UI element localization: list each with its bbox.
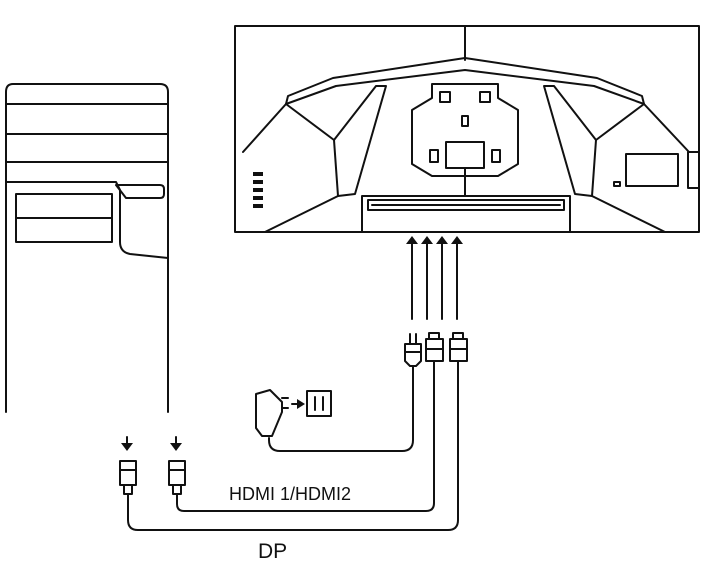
- up-arrow-icon: [421, 236, 433, 320]
- down-arrow-icon: [170, 436, 182, 451]
- pc-tower: [5, 83, 169, 413]
- power-cable: [268, 365, 414, 452]
- hdmi-plug-monitor-side: [425, 332, 444, 362]
- power-plug-monitor-side: [404, 333, 422, 367]
- down-arrow-icon: [121, 436, 133, 451]
- hdmi-label: HDMI 1/HDMI2: [229, 484, 352, 504]
- monitor-rear: [234, 25, 700, 233]
- wall-outlet: [306, 390, 332, 417]
- power-adapter: [255, 389, 289, 437]
- dp-plug-monitor-side: [449, 332, 468, 362]
- hdmi-cable: [176, 360, 435, 512]
- up-arrow-icon: [436, 236, 448, 320]
- hdmi-plug-pc-side: [168, 460, 186, 495]
- dp-cable: [127, 360, 459, 531]
- monitor-buttons: [253, 172, 263, 208]
- right-arrow-icon: [291, 399, 305, 409]
- dp-label: DP: [258, 540, 288, 563]
- dp-plug-pc-side: [119, 460, 137, 495]
- up-arrow-icon: [406, 236, 418, 320]
- up-arrow-icon: [451, 236, 463, 320]
